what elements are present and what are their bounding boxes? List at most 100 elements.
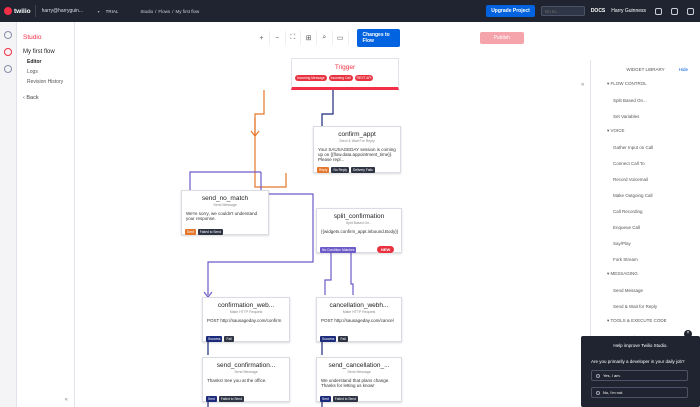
sidebar-title: Studio [23, 34, 42, 41]
widget-body: Thanks! See you at the office. [207, 378, 267, 383]
zoom-out-button[interactable]: − [270, 31, 286, 45]
trigger-incoming-call[interactable]: Incoming Call [328, 75, 353, 81]
home-icon[interactable] [4, 31, 12, 39]
breadcrumb-studio[interactable]: Studio [140, 8, 154, 14]
chevron-down-icon[interactable]: ▾ [97, 8, 100, 14]
widget-split-confirmation[interactable]: split_confirmation Split Based On... {{w… [316, 208, 402, 253]
library-item-say-play[interactable]: Say/Play [613, 241, 631, 246]
widget-transitions: Sent Failed to Send [185, 229, 224, 235]
transition-failed-to-send[interactable]: Failed to Send [197, 229, 224, 235]
library-item-split[interactable]: Split Based On... [613, 98, 647, 103]
transition-delivery-fails[interactable]: Delivery Fails [351, 167, 375, 173]
transition-no-condition-matches[interactable]: No Condition Matches [320, 247, 357, 253]
trigger-incoming-message[interactable]: Incoming Message [295, 75, 327, 81]
transition-reply[interactable]: Reply [317, 167, 330, 173]
upgrade-project-button[interactable]: Upgrade Project [486, 5, 535, 17]
library-section-voice[interactable]: ▾ VOICE [607, 128, 625, 133]
twilio-logo[interactable]: twilio [4, 7, 31, 15]
zoom-in-button[interactable]: + [254, 31, 270, 45]
search-input[interactable] [540, 6, 585, 16]
popup-title: Help improve Twilio Studio. [613, 343, 668, 348]
widget-type: Send Message [213, 203, 237, 207]
widget-name: send_confirmation... [216, 362, 276, 369]
library-item-enqueue[interactable]: Enqueue Call [613, 225, 641, 230]
transition-sent[interactable]: Sent [320, 396, 331, 402]
breadcrumb-flows[interactable]: Flows [158, 8, 171, 14]
user-menu[interactable]: Harry Guinness [611, 8, 646, 14]
new-transition-button[interactable]: NEW [377, 246, 395, 253]
library-section-messaging[interactable]: ▾ MESSAGING [607, 271, 638, 276]
transition-no-reply[interactable]: No Reply [331, 167, 349, 173]
top-bar-right: Upgrade Project DOCS Harry Guinness [486, 0, 700, 22]
library-item-fork-stream[interactable]: Fork Stream [613, 257, 638, 262]
library-item-send-wait-reply[interactable]: Send & Wait for Reply [613, 304, 658, 309]
transition-sent[interactable]: Sent [185, 229, 196, 235]
trigger-rest-api[interactable]: REST API [354, 75, 374, 81]
fit-screen-button[interactable]: ⛶ [286, 31, 302, 45]
transition-failed-to-send[interactable]: Failed to Send [218, 396, 245, 402]
collapse-sidebar-icon[interactable]: « [64, 397, 68, 403]
divider [34, 5, 36, 17]
transition-fail[interactable]: Fail [224, 336, 234, 342]
sidebar-item-logs[interactable]: Logs [27, 69, 38, 75]
transition-success[interactable]: Success [206, 336, 223, 342]
popup-question: Are you primarily a developer in your da… [591, 359, 685, 364]
widget-send-confirmation[interactable]: send_confirmation... Send Message Thanks… [202, 357, 290, 402]
breadcrumb-separator: / [155, 8, 157, 14]
collapse-library-icon[interactable]: « [581, 82, 585, 88]
library-header: WIDGET LIBRARY [626, 67, 665, 72]
sidebar-item-editor[interactable]: Editor [27, 59, 42, 65]
widget-name: split_confirmation [333, 213, 385, 220]
library-item-connect-call[interactable]: Connect Call To [613, 161, 645, 166]
widget-send-cancellation[interactable]: send_cancellation_... Send Message We un… [316, 357, 402, 402]
flow-name: My first flow [23, 49, 55, 55]
hide-library-link[interactable]: Hide [678, 67, 688, 72]
widget-send-no-match[interactable]: send_no_match Send Message We're sorry, … [181, 190, 269, 235]
widget-confirmation-webhook[interactable]: confirmation_web... Make HTTP Request PO… [202, 297, 290, 342]
search-button[interactable]: ⌕ [317, 31, 333, 45]
canvas-toolbar: + − ⛶ ⊞ ⌕ ▭ Changes to Flow Publish [254, 29, 524, 47]
transition-failed-to-send[interactable]: Failed to Send [332, 396, 359, 402]
sidebar-item-revision-history[interactable]: Revision History [27, 79, 64, 85]
library-item-outgoing-call[interactable]: Make Outgoing Call [613, 193, 653, 198]
trigger-widget[interactable]: Trigger Incoming Message Incoming Call R… [291, 58, 399, 90]
transition-success[interactable]: Success [320, 336, 337, 342]
product-icon-rail [0, 22, 17, 407]
more-products-icon[interactable] [4, 65, 12, 73]
back-label: Back [26, 95, 39, 101]
library-item-set-variables[interactable]: Set Variables [613, 114, 640, 119]
breadcrumb-flow[interactable]: My first flow [175, 8, 200, 14]
library-item-record-voicemail[interactable]: Record Voicemail [613, 177, 649, 182]
widget-name: confirmation_web... [217, 302, 275, 309]
grid-button[interactable]: ⊞ [301, 31, 317, 45]
studio-icon[interactable] [4, 48, 12, 56]
library-section-flow-control[interactable]: ▾ FLOW CONTROL [607, 81, 647, 86]
library-item-send-message[interactable]: Send Message [613, 288, 644, 293]
back-link[interactable]: ‹ Back [23, 95, 39, 101]
option-label: No, I'm not. [603, 390, 624, 395]
transition-sent[interactable]: Sent [206, 396, 217, 402]
docs-link[interactable]: DOCS [590, 8, 606, 14]
settings-icon[interactable] [687, 7, 694, 15]
library-item-gather[interactable]: Gather Input on Call [613, 145, 654, 150]
notification-icon[interactable] [655, 7, 662, 15]
top-bar: twilio harry@harryguin... ▾ TRIAL Studio… [0, 0, 700, 22]
publish-button[interactable]: Publish [479, 32, 524, 44]
close-icon[interactable]: × [684, 330, 692, 338]
breadcrumb-separator: / [172, 8, 174, 14]
account-name[interactable]: harry@harryguin... [41, 8, 84, 14]
trial-badge: TRIAL [105, 8, 119, 14]
flow-canvas[interactable]: + − ⛶ ⊞ ⌕ ▭ Changes to Flow Publish Trig… [75, 22, 590, 407]
changes-to-flow-button[interactable]: Changes to Flow [356, 29, 400, 47]
widget-cancellation-webhook[interactable]: cancellation_webh... Make HTTP Request P… [316, 297, 402, 342]
library-item-call-recording[interactable]: Call Recording [613, 209, 643, 214]
minimap-button[interactable]: ▭ [333, 31, 349, 45]
transition-fail[interactable]: Fail [338, 336, 348, 342]
radio-icon [596, 390, 600, 395]
popup-option-no[interactable]: No, I'm not. [591, 387, 688, 398]
popup-option-yes[interactable]: Yes, I am. [591, 370, 688, 381]
help-icon[interactable] [671, 7, 678, 15]
widget-body: POST http://sausageday.com/confirm [207, 318, 282, 323]
library-section-tools[interactable]: ▾ TOOLS & EXECUTE CODE [607, 318, 667, 323]
widget-confirm-appt[interactable]: confirm_appt Send & Wait For Reply Your … [313, 126, 401, 173]
